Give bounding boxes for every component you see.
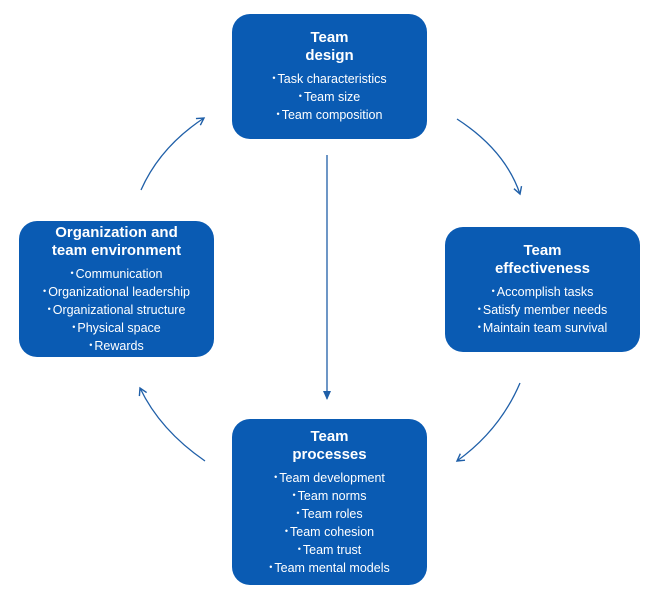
node-team-effectiveness: Team effectiveness •Accomplish tasks•Sat…: [445, 227, 640, 352]
list-item-text: Team composition: [281, 108, 383, 122]
list-item: •Satisfy member needs: [478, 301, 608, 319]
list-item: •Rewards: [43, 337, 190, 355]
list-item: •Team cohesion: [269, 523, 389, 541]
item-list: •Communication•Organizational leadership…: [43, 265, 190, 355]
list-item-text: Organizational leadership: [48, 284, 190, 299]
list-item: •Organizational structure: [43, 301, 190, 319]
node-title: Organization and team environment: [52, 224, 181, 260]
list-item-text: Team mental models: [274, 560, 390, 575]
bullet-icon: •: [43, 285, 47, 296]
arrow-organization-to-design: [140, 117, 206, 191]
bullet-icon: •: [70, 267, 74, 278]
node-team-processes: Team processes •Team development•Team no…: [232, 419, 427, 585]
bullet-icon: •: [47, 303, 51, 314]
bullet-icon: •: [298, 91, 302, 101]
list-item: •Team development: [269, 469, 389, 487]
title-line-2: effectiveness: [494, 260, 591, 277]
bullet-icon: •: [276, 109, 280, 119]
list-item-text: Team size: [303, 90, 361, 104]
bullet-icon: •: [72, 321, 76, 332]
node-organization-environment: Organization and team environment •Commu…: [19, 221, 214, 357]
list-item-text: Rewards: [94, 338, 144, 353]
list-item: •Physical space: [43, 319, 190, 337]
bullet-icon: •: [491, 286, 495, 296]
list-item: •Task characteristics: [272, 70, 386, 88]
node-team-design: Team design •Task characteristics•Team s…: [232, 14, 427, 139]
title-line-2: team environment: [51, 241, 182, 259]
list-item-text: Physical space: [77, 320, 161, 335]
bullet-icon: •: [274, 471, 278, 482]
list-item: •Communication: [43, 265, 190, 283]
item-list: •Task characteristics•Team size•Team com…: [272, 70, 386, 124]
list-item-text: Team development: [279, 470, 385, 485]
bullet-icon: •: [297, 543, 301, 554]
arrow-design-to-effectiveness: [456, 118, 523, 196]
list-item: •Team size: [272, 88, 386, 106]
list-item: •Team trust: [269, 541, 389, 559]
node-title: Team effectiveness: [495, 242, 590, 278]
item-list: •Accomplish tasks•Satisfy member needs•M…: [478, 283, 608, 337]
list-item-text: Team trust: [302, 542, 362, 557]
list-item-text: Organizational structure: [52, 302, 186, 317]
list-item-text: Task characteristics: [277, 72, 387, 86]
bullet-icon: •: [477, 304, 481, 314]
title-line-2: processes: [292, 445, 367, 463]
bullet-icon: •: [272, 73, 276, 83]
list-item-text: Team norms: [297, 488, 367, 503]
list-item-text: Satisfy member needs: [482, 303, 608, 317]
list-item: •Maintain team survival: [478, 319, 608, 337]
list-item-text: Communication: [75, 266, 163, 281]
bullet-icon: •: [292, 489, 296, 500]
list-item-text: Team cohesion: [290, 524, 375, 539]
list-item-text: Accomplish tasks: [496, 285, 594, 299]
arrow-processes-to-organization: [138, 386, 206, 462]
title-line-1: Team: [310, 427, 349, 445]
bullet-icon: •: [284, 525, 289, 536]
bullet-icon: •: [269, 561, 273, 572]
node-title: Team design: [305, 29, 353, 65]
node-title: Team processes: [292, 428, 366, 464]
bullet-icon: •: [89, 339, 93, 350]
title-line-1: Organization and: [55, 223, 178, 241]
title-line-1: Team: [310, 29, 349, 46]
list-item: •Team composition: [272, 106, 386, 124]
list-item-text: Maintain team survival: [482, 321, 608, 335]
bullet-icon: •: [477, 322, 481, 332]
item-list: •Team development•Team norms•Team roles•…: [269, 469, 389, 577]
list-item: •Accomplish tasks: [478, 283, 608, 301]
title-line-2: design: [305, 47, 354, 64]
list-item: •Organizational leadership: [43, 283, 190, 301]
list-item-text: Team roles: [301, 506, 363, 521]
list-item: •Team mental models: [269, 559, 389, 577]
bullet-icon: •: [296, 507, 300, 518]
arrow-effectiveness-to-processes: [455, 382, 521, 462]
title-line-1: Team: [523, 242, 562, 259]
list-item: •Team norms: [269, 487, 389, 505]
list-item: •Team roles: [269, 505, 389, 523]
